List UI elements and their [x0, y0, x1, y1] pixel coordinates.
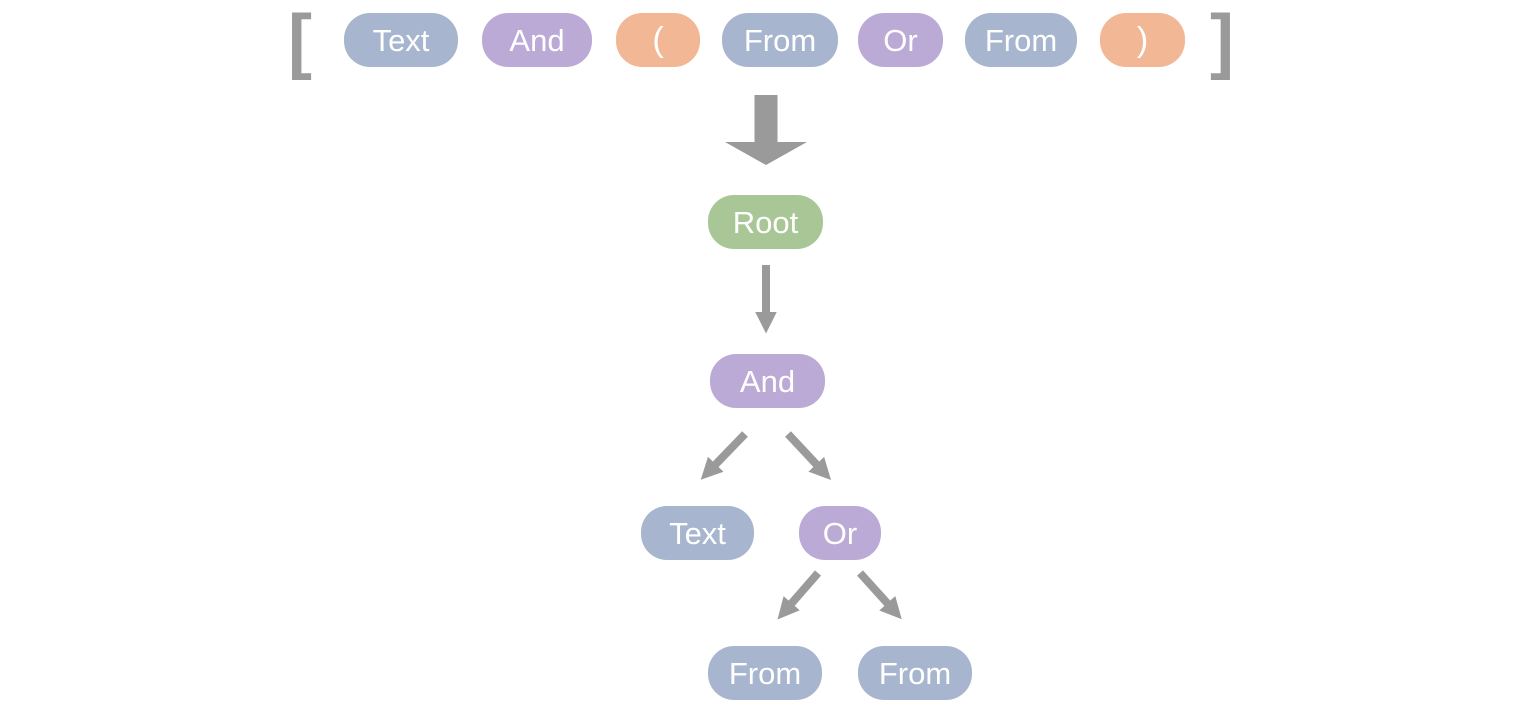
token-or: Or	[858, 13, 943, 67]
open-bracket: [	[288, 1, 312, 81]
token-and: And	[482, 13, 592, 67]
tree-node-root: Root	[708, 195, 823, 249]
token-text: Text	[344, 13, 458, 67]
tree-node-text: Text	[641, 506, 754, 560]
token-from-2: From	[965, 13, 1077, 67]
tree-node-or: Or	[799, 506, 881, 560]
tree-node-and: And	[710, 354, 825, 408]
and-to-text-arrow	[700, 431, 748, 480]
tree-node-from-left: From	[708, 646, 822, 700]
and-to-or-arrow	[785, 431, 832, 480]
tree-node-from-right: From	[858, 646, 972, 700]
token-open-paren: (	[616, 13, 700, 67]
close-bracket: ]	[1210, 1, 1234, 81]
or-to-from-left-arrow	[777, 570, 822, 620]
token-from-1: From	[722, 13, 838, 67]
token-list-to-root-arrow	[725, 95, 807, 165]
or-to-from-right-arrow	[857, 570, 902, 620]
token-close-paren: )	[1100, 13, 1185, 67]
